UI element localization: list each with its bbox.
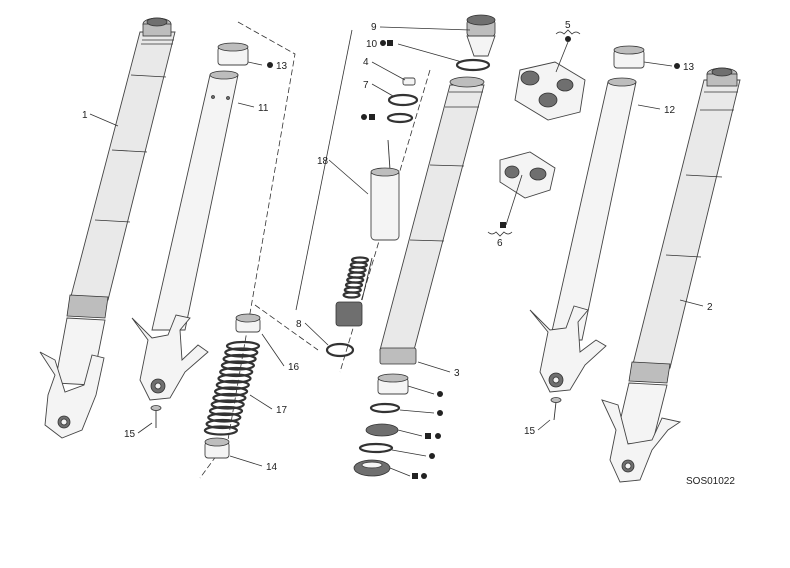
inner-tube-left	[131, 42, 249, 401]
symbol-markers	[267, 36, 680, 479]
dot-marker	[361, 114, 367, 120]
spring-coil	[222, 353, 257, 365]
dot-marker	[429, 453, 435, 459]
dot-marker	[421, 473, 427, 479]
oring-10	[455, 58, 491, 72]
spring-coil	[208, 405, 244, 417]
valve-spring-coil	[342, 291, 361, 299]
callout-18: 18	[317, 156, 329, 167]
fork-tube-left	[39, 17, 176, 439]
square-marker	[425, 433, 431, 439]
leader-lines	[89, 26, 704, 477]
spring-coil	[220, 360, 255, 371]
bolt-right	[550, 397, 562, 421]
callouts: 1 2 3 4 5 6 7 8 9 10 11 12 13 13 14 15 1…	[82, 20, 713, 473]
spring	[203, 340, 261, 436]
callout-15-left: 15	[124, 429, 136, 440]
spring-coil	[212, 392, 247, 404]
inner-tube-right	[529, 45, 645, 393]
spring-coil	[217, 373, 252, 384]
callout-5: 5	[565, 20, 571, 31]
callout-10: 10	[366, 39, 378, 50]
callout-2: 2	[707, 302, 713, 313]
square-marker	[500, 222, 506, 228]
callout-12: 12	[664, 105, 676, 116]
dot-marker	[437, 391, 443, 397]
callout-14: 14	[266, 462, 278, 473]
callout-7: 7	[363, 80, 369, 91]
dot-marker	[380, 40, 386, 46]
dot-marker	[437, 410, 443, 416]
spring-coil	[207, 412, 242, 423]
fork-tube-right	[601, 67, 741, 483]
spring-coil	[215, 379, 250, 391]
spring-coil	[219, 366, 254, 378]
seal-kit	[353, 373, 409, 477]
spring-coil	[205, 418, 240, 430]
clamp-5	[514, 61, 586, 121]
callout-11: 11	[258, 103, 269, 114]
washer-4	[402, 77, 416, 86]
square-marker	[387, 40, 393, 46]
spring-coil	[210, 399, 245, 410]
top-cap	[466, 14, 496, 57]
dot-marker	[674, 63, 680, 69]
callout-16: 16	[288, 362, 300, 373]
square-marker	[369, 114, 375, 120]
bolt-left	[150, 405, 162, 428]
square-marker	[412, 473, 418, 479]
callout-13-left: 13	[276, 61, 288, 72]
callout-6: 6	[497, 238, 503, 249]
callout-3: 3	[454, 368, 460, 379]
dot-marker	[435, 433, 441, 439]
callout-9: 9	[371, 22, 377, 33]
drawing-code: SOS01022	[686, 476, 735, 487]
spring-coil	[214, 386, 249, 397]
fork-tube-center	[379, 76, 485, 365]
spring-coil	[224, 347, 259, 358]
callout-4: 4	[363, 57, 369, 68]
callout-15-right: 15	[524, 426, 536, 437]
spacer	[235, 313, 261, 333]
callout-8: 8	[296, 319, 302, 330]
clamp-6	[499, 151, 556, 199]
spring-coil	[203, 425, 238, 436]
oring-7	[387, 93, 419, 107]
callout-17: 17	[276, 405, 288, 416]
dot-marker	[267, 62, 273, 68]
dot-marker	[565, 36, 571, 42]
oring-small	[386, 112, 414, 124]
spring-coil	[225, 340, 261, 352]
bush	[204, 437, 230, 459]
oring-8	[325, 342, 355, 358]
callout-1: 1	[82, 110, 88, 121]
cartridge	[335, 139, 400, 327]
callout-13-right: 13	[683, 62, 695, 73]
